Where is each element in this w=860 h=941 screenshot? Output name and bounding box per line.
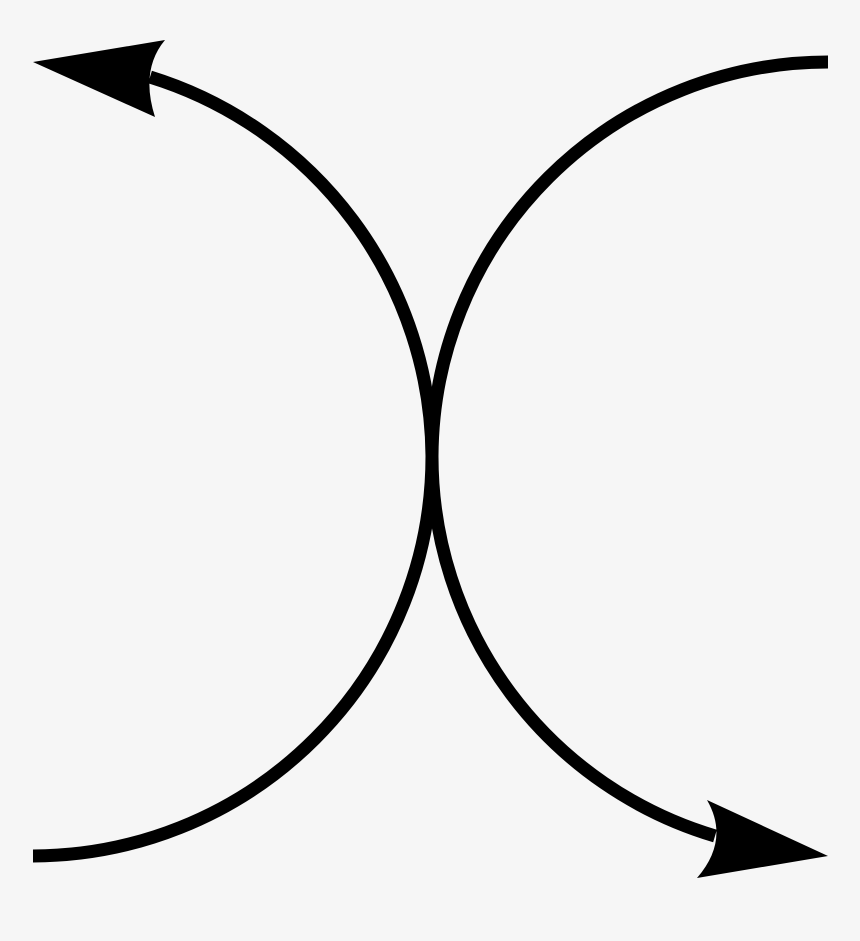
arrowhead-top-left-icon	[33, 40, 165, 117]
right-arc	[425, 55, 829, 843]
right-arc-arrow	[425, 55, 829, 878]
arrowhead-bottom-right-icon	[697, 800, 828, 878]
